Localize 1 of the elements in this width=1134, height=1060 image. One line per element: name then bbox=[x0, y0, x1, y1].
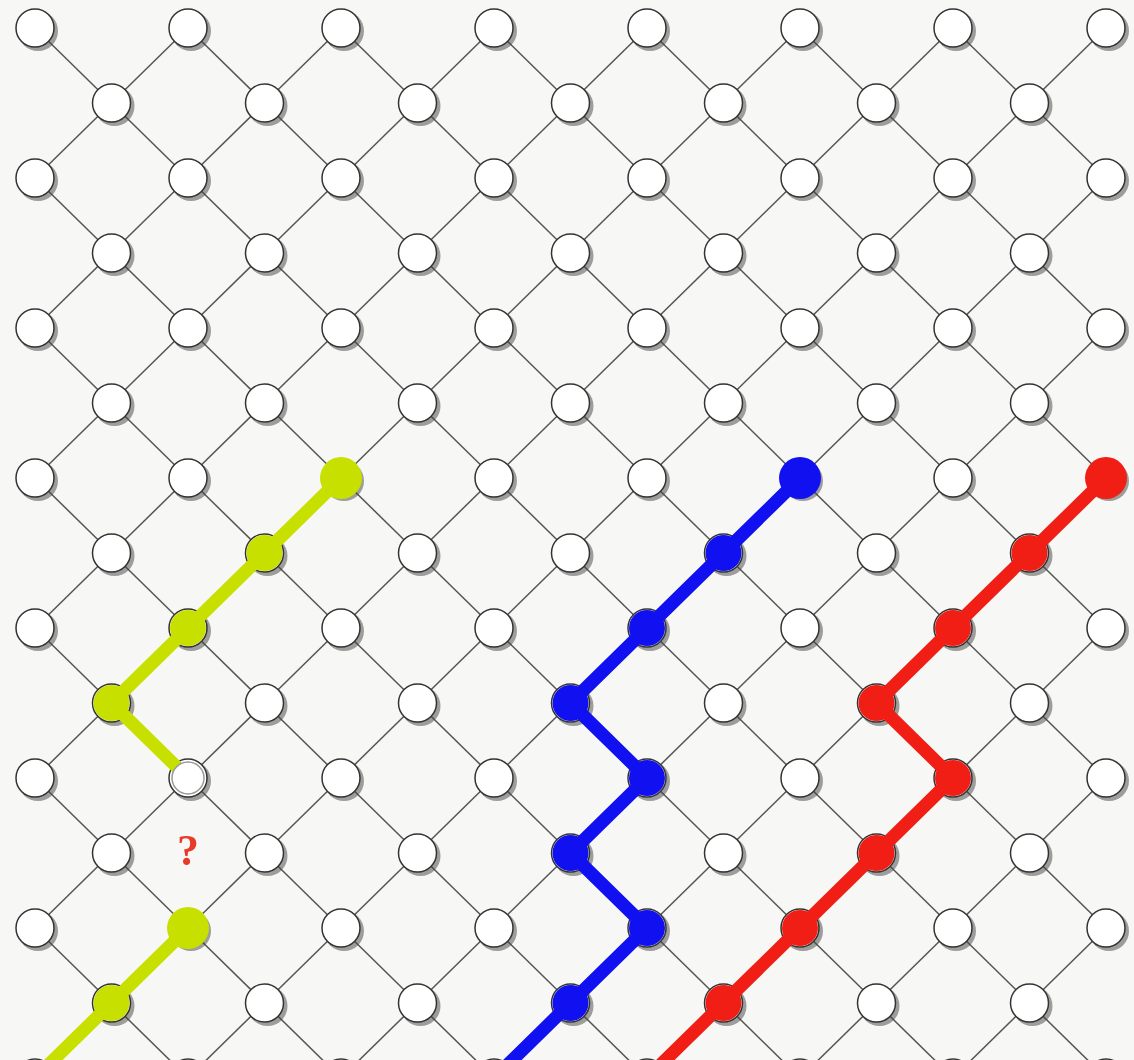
question-mark: ? bbox=[177, 829, 199, 873]
